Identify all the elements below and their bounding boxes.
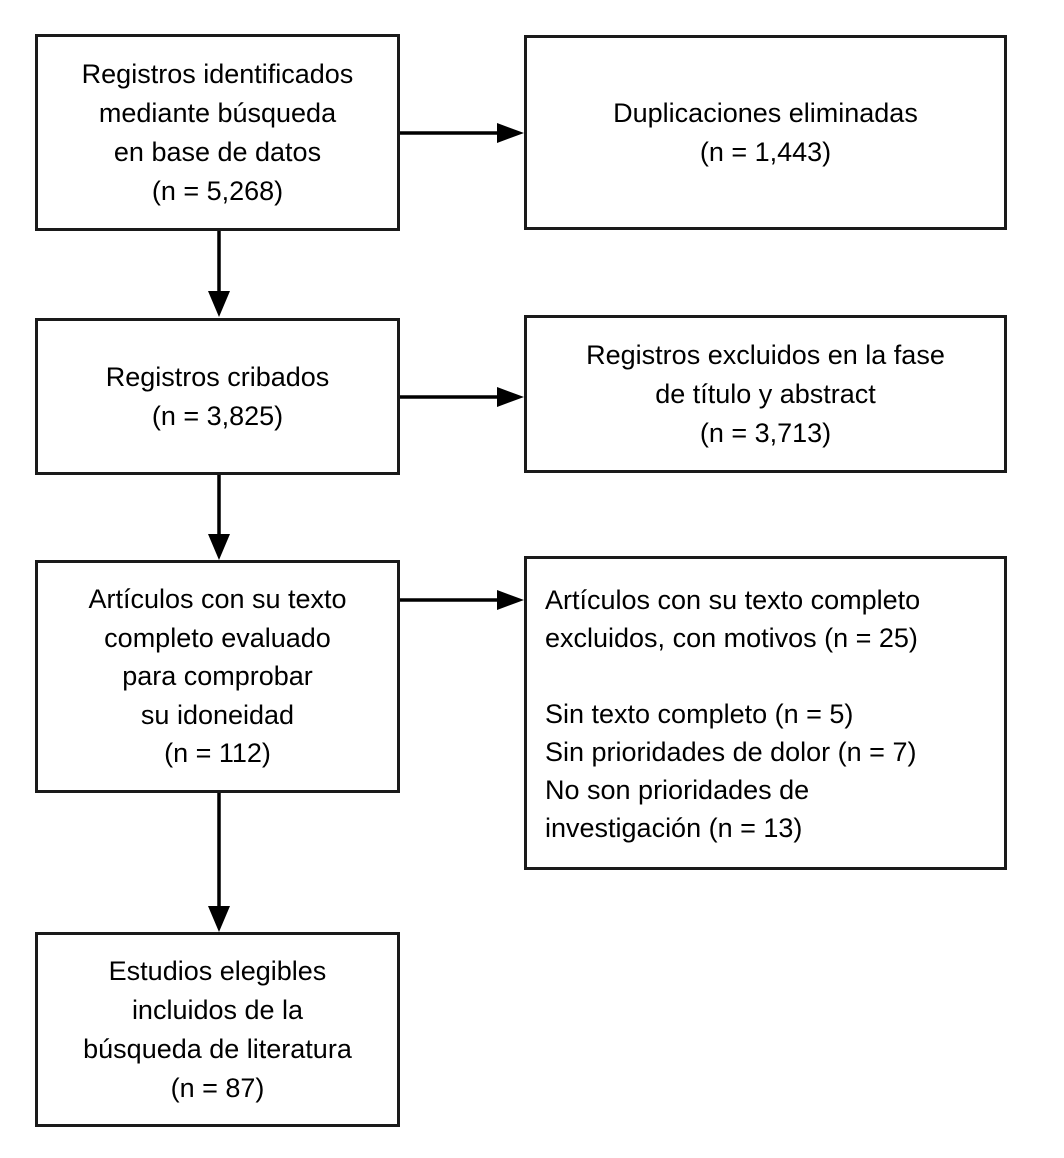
box-text-line: (n = 112) <box>164 738 271 769</box>
box-text-line: completo evaluado <box>104 622 331 653</box>
box-text-line: Sin prioridades de dolor (n = 7) <box>545 737 917 767</box>
arrow-fulltext-to-included <box>208 793 230 932</box>
box-text-line <box>545 657 553 695</box>
box-text-line: (n = 5,268) <box>151 175 284 206</box>
box-text-line: Artículos con su texto completo <box>545 585 921 615</box>
arrow-screened-to-fulltext <box>208 475 230 560</box>
box-text-line: Estudios elegibles <box>108 955 327 986</box>
box-text-line: Registros identificados <box>81 58 354 89</box>
arrow-identified-to-screened <box>208 231 230 317</box>
box-records-identified: Registros identificados mediante búsqueda… <box>35 34 400 231</box>
box-text-line: (n = 3,713) <box>699 417 832 448</box>
box-text-line: Artículos con su texto <box>88 584 347 615</box>
box-text-line: búsqueda de literatura <box>83 1033 352 1064</box>
arrow-identified-to-duplicates <box>400 123 524 143</box>
box-studies-included: Estudios elegibles incluidos de la búsqued… <box>35 932 400 1127</box>
box-text-line: (n = 3,825) <box>151 400 284 431</box>
box-text-line: para comprobar <box>122 661 313 692</box>
box-text-line: mediante búsqueda <box>98 97 337 128</box>
arrow-fulltext-to-excluded <box>400 590 524 610</box>
box-text-line: excluidos, con motivos (n = 25) <box>545 623 918 653</box>
box-text-line: en base de datos <box>113 136 322 167</box>
box-text-line: incluidos de la <box>131 994 304 1025</box>
box-text-line: de título y abstract <box>655 378 876 409</box>
box-text-line: su idoneidad <box>140 699 295 730</box>
arrow-screened-to-excluded <box>400 387 524 407</box>
box-text-line: investigación (n = 13) <box>545 813 803 843</box>
box-records-screened: Registros cribados (n = 3,825) <box>35 318 400 475</box>
box-text-line: No son prioridades de <box>545 775 810 805</box>
box-duplicates-removed: Duplicaciones eliminadas (n = 1,443) <box>524 35 1007 230</box>
box-text-line: (n = 87) <box>170 1072 265 1103</box>
box-text-line: (n = 1,443) <box>699 136 832 167</box>
box-fulltext-excluded: Artículos con su texto completo excluidos… <box>524 556 1007 870</box>
box-records-excluded: Registros excluidos en la fase de título … <box>524 315 1007 473</box>
box-text-line: Sin texto completo (n = 5) <box>545 699 854 729</box>
box-text-line: Duplicaciones eliminadas <box>613 97 918 128</box>
box-text-line: Registros cribados <box>105 361 330 392</box>
box-text-line: Registros excluidos en la fase <box>586 339 945 370</box>
box-fulltext-assessed: Artículos con su texto completo evaluado p… <box>35 560 400 793</box>
